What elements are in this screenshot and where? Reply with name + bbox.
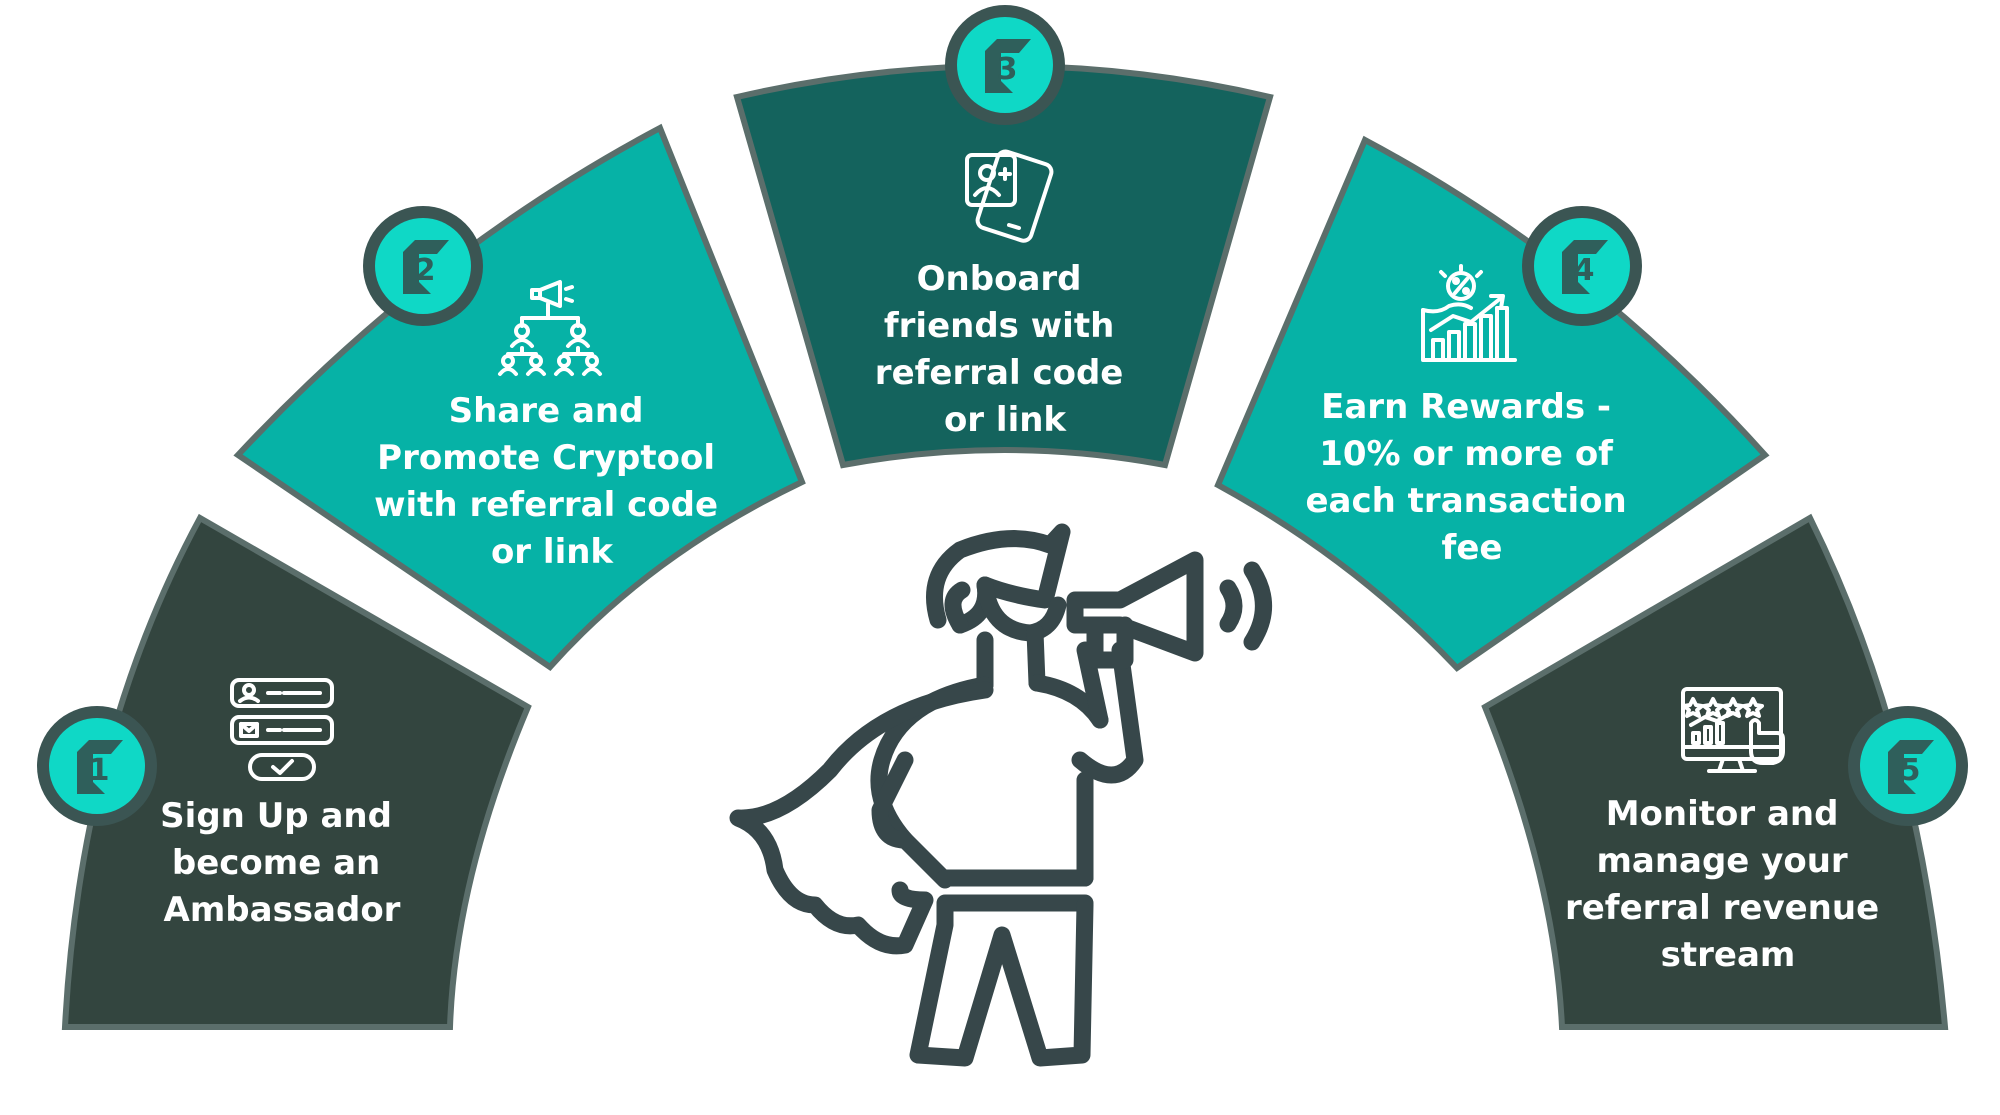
step-4-line: each transaction — [1305, 481, 1626, 521]
step-4-shape — [1214, 135, 1770, 672]
step-1-line: become an — [172, 843, 380, 883]
step-number: 1 — [89, 753, 110, 788]
step-2-line: Share and — [449, 391, 644, 431]
step-2-text: Share and Promote Cryptool with referral… — [374, 391, 730, 572]
step-2-line: or link — [491, 532, 614, 572]
megaphone-network-icon — [498, 280, 602, 376]
step-5-line: manage your — [1596, 841, 1847, 881]
step-4-segment — [1214, 135, 1770, 672]
step-1-badge: 1 — [37, 706, 157, 826]
step-5-line: stream — [1661, 935, 1796, 975]
step-number: 2 — [415, 253, 436, 288]
step-1-text: Sign Up and become an Ambassador — [160, 796, 404, 930]
step-4-text: Earn Rewards - 10% or more of each trans… — [1305, 387, 1638, 568]
step-3-segment — [733, 63, 1274, 469]
step-1-shape — [61, 513, 532, 1030]
dashboard-monitor-icon — [1681, 687, 1785, 773]
step-4-line: fee — [1442, 528, 1503, 568]
step-1-line: Sign Up and — [160, 796, 392, 836]
percent-growth-chart-icon — [1421, 264, 1517, 362]
step-3-line: friends with — [884, 306, 1114, 346]
step-4-line: Earn Rewards - — [1321, 387, 1611, 427]
step-2-segment — [233, 123, 806, 671]
step-5-line: Monitor and — [1606, 794, 1839, 834]
step-2-line: with referral code — [374, 485, 718, 525]
cryptool-logo-icon — [1562, 240, 1608, 294]
step-4-badge: 4 — [1522, 206, 1642, 326]
step-2-badge: 2 — [363, 206, 483, 326]
superhero-megaphone-icon — [729, 523, 1272, 1067]
step-5-badge: 5 — [1848, 706, 1968, 826]
step-3-line: Onboard — [917, 259, 1082, 299]
step-2-shape — [233, 123, 806, 671]
cryptool-logo-icon — [403, 240, 449, 294]
phone-add-user-icon — [965, 149, 1054, 243]
step-number: 5 — [1900, 753, 1921, 788]
step-3-badge: 3 — [945, 5, 1065, 125]
cryptool-logo-icon — [985, 39, 1031, 93]
step-3-line: or link — [944, 400, 1067, 440]
step-5-line: referral revenue — [1565, 888, 1879, 928]
step-number: 4 — [1574, 253, 1595, 288]
step-1-segment — [61, 513, 532, 1030]
cryptool-logo-icon — [1888, 740, 1934, 794]
step-2-line: Promote Cryptool — [377, 438, 715, 478]
step-4-line: 10% or more of — [1319, 434, 1614, 474]
step-1-line: Ambassador — [164, 890, 401, 930]
step-3-line: referral code — [875, 353, 1124, 393]
step-number: 3 — [997, 52, 1018, 87]
step-3-text: Onboard friends with referral code or li… — [875, 259, 1135, 440]
signup-form-icon — [230, 678, 334, 781]
step-5-text: Monitor and manage your referral revenue… — [1565, 794, 1891, 975]
step-3-shape — [733, 63, 1274, 469]
cryptool-logo-icon — [77, 740, 123, 794]
